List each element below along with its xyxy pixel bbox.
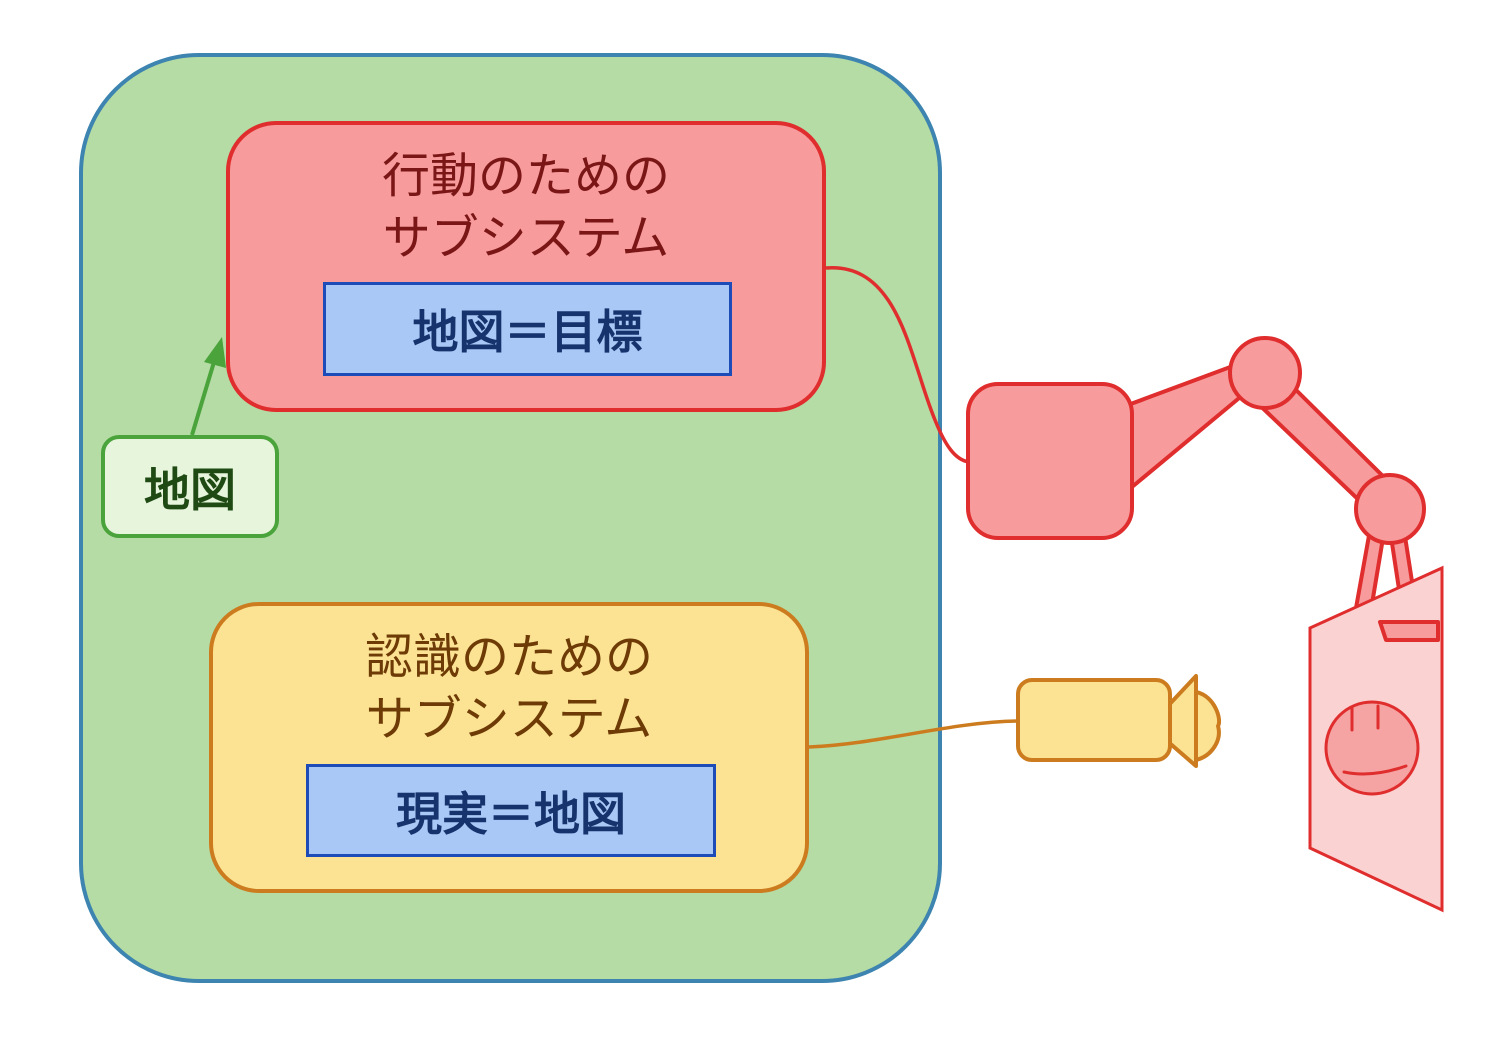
- perception-subsystem-title: 認識のための サブシステム: [213, 626, 805, 750]
- action-subsystem-title: 行動のための サブシステム: [230, 145, 822, 269]
- gripper-tip: [1378, 620, 1440, 642]
- action-subsystem-box: 行動のための サブシステム 地図＝目標: [226, 121, 826, 412]
- perception-wire: [808, 719, 1019, 749]
- action-title-line1: 行動のための: [381, 148, 670, 204]
- map-to-action-arrow: [190, 337, 226, 436]
- camera-icon: [1016, 674, 1221, 768]
- smiley-poster-icon: [1308, 565, 1444, 913]
- perception-title-line2: サブシステム: [365, 691, 653, 747]
- perception-title-line1: 認識のための: [364, 629, 653, 685]
- action-wire: [825, 266, 970, 464]
- perception-subsystem-box: 認識のための サブシステム 現実＝地図: [209, 602, 809, 893]
- action-inner-label: 地図＝目標: [323, 282, 732, 376]
- robot-arm-icon: [966, 336, 1440, 642]
- action-title-line2: サブシステム: [382, 210, 670, 266]
- perception-inner-label: 現実＝地図: [306, 764, 716, 857]
- map-box: 地図: [101, 435, 279, 538]
